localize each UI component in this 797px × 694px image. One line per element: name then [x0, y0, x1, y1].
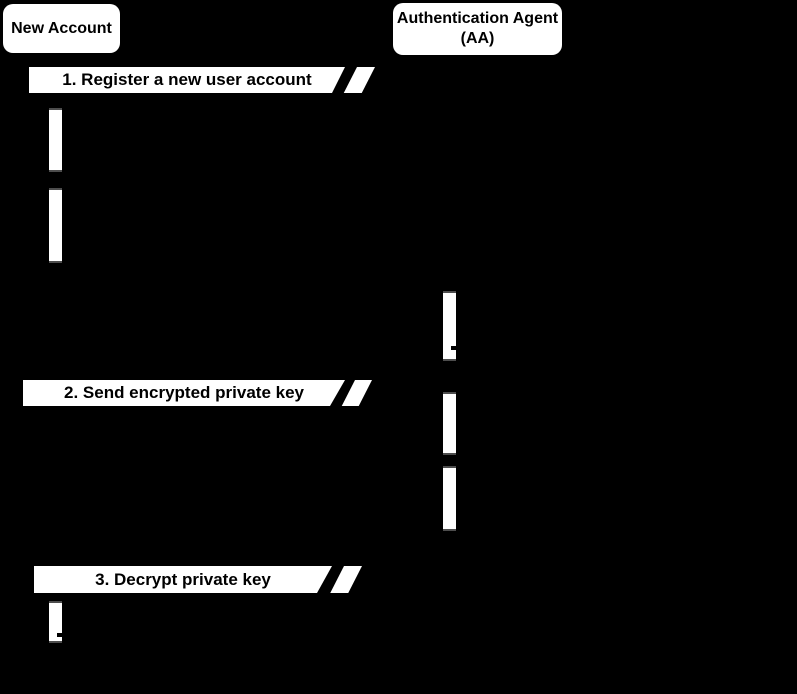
activation-bar-aa-2 [443, 392, 456, 455]
participant-label-authentication-agent-line2: (AA) [460, 30, 495, 47]
activation-bar-new-account-3 [49, 601, 62, 643]
participant-label-new-account: New Account [11, 19, 112, 37]
arrowhead-notch-new-account-icon [57, 633, 62, 637]
step-banner-1-label: 1. Register a new user account [62, 70, 312, 89]
participant-box-new-account: New Account [3, 4, 120, 53]
activation-bar-aa-1 [443, 291, 456, 361]
step-banner-1: 1. Register a new user account [29, 67, 345, 93]
participant-box-authentication-agent: Authentication Agent (AA) [393, 3, 562, 55]
activation-bar-new-account-2 [49, 188, 62, 263]
step-banner-2: 2. Send encrypted private key [23, 380, 345, 406]
activation-bar-new-account-1 [49, 108, 62, 172]
step-banner-3-label: 3. Decrypt private key [95, 569, 271, 589]
step-banner-1-tail [343, 67, 375, 93]
arrowhead-notch-aa-icon [451, 346, 456, 350]
step-banner-3: 3. Decrypt private key [34, 566, 332, 593]
step-banner-2-label: 2. Send encrypted private key [64, 383, 304, 402]
activation-bar-aa-3 [443, 466, 456, 531]
step-banner-2-tail [341, 380, 372, 406]
participant-label-authentication-agent-line1: Authentication Agent [396, 10, 559, 27]
step-banner-3-tail [330, 566, 362, 593]
